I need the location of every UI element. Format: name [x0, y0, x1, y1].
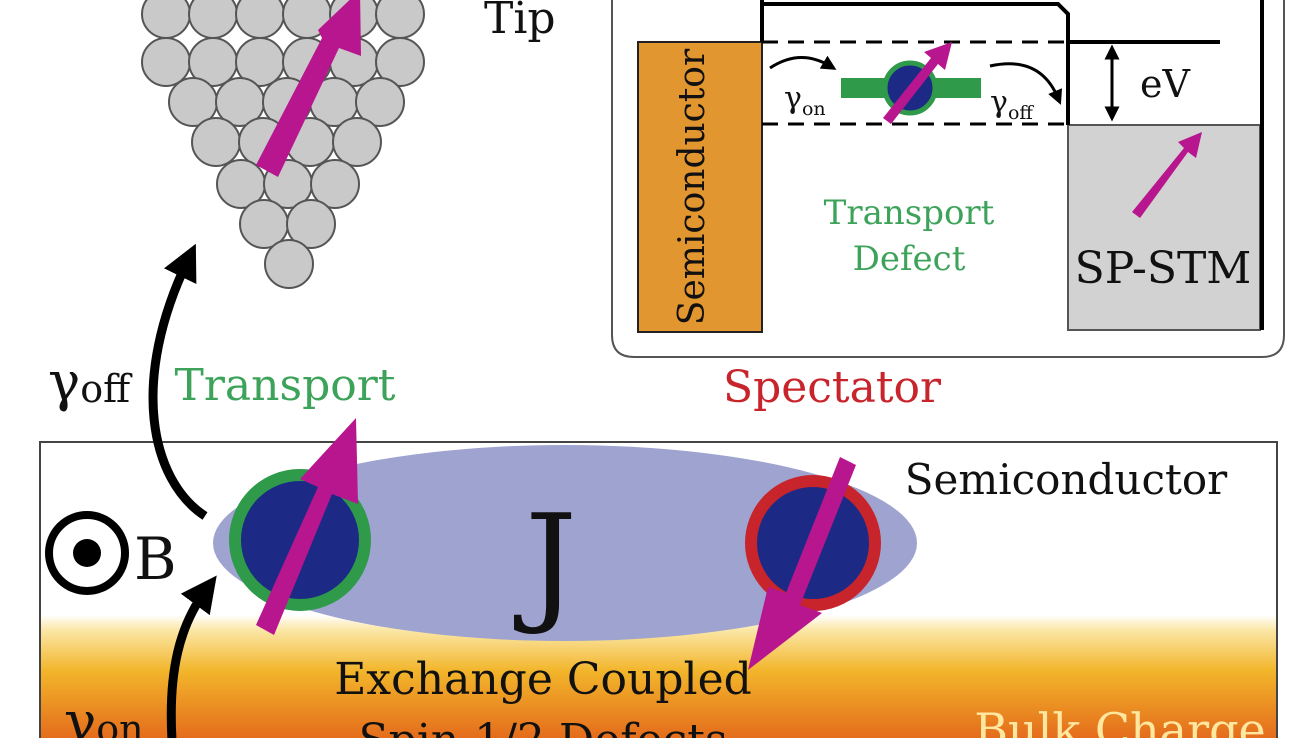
gamma-on-arrow — [166, 575, 217, 741]
main-gamma-on-label: γon — [64, 690, 144, 738]
transport-label: Transport — [175, 360, 396, 411]
stm-label: SP-STM — [1075, 243, 1252, 294]
inset-gamma-off-arrow — [989, 62, 1063, 105]
exchange-label: J — [514, 486, 577, 638]
stm-spin-arrow — [1132, 132, 1202, 218]
tip-atom — [375, 37, 425, 87]
tip-atom — [310, 159, 360, 209]
inset-semiconductor-label: Semiconductor — [672, 48, 713, 325]
main-gamma-off-label: γoff — [48, 350, 133, 413]
exchange-coupled-line2: Spin-1/2 Defects — [359, 715, 728, 738]
transport-spin-up-arrow — [256, 418, 358, 635]
exchange-coupling-ellipse — [213, 445, 917, 641]
tip-atom — [235, 0, 285, 39]
defect-label-line1: Transport — [824, 193, 995, 233]
bulk-charge-label: Bulk Charge — [974, 703, 1266, 738]
inset-stm-block — [1067, 124, 1261, 331]
spectator-label: Spectator — [723, 362, 942, 413]
tip-atom — [264, 239, 314, 289]
inset-gamma-on-arrow — [769, 55, 837, 70]
defect-label-line2: Defect — [853, 239, 966, 279]
inset-gamma-off-label: γoff — [990, 85, 1034, 124]
energy-diagram-inset — [611, 0, 1285, 358]
tunnel-barrier-top — [762, 2, 1070, 125]
magnetic-field-out-of-page-icon — [45, 511, 129, 595]
tip-atom — [141, 37, 191, 87]
tip-atom — [355, 77, 405, 127]
gamma-off-arrow — [148, 243, 208, 520]
tip-atom — [286, 199, 336, 249]
inset-semiconductor-block — [637, 41, 763, 333]
tip-label: Tip — [484, 0, 556, 44]
exchange-coupled-line1: Exchange Coupled — [334, 654, 752, 705]
spectator-spin-down-arrow — [748, 457, 856, 670]
tip-spin-arrow — [256, 0, 361, 177]
field-label: B — [134, 525, 177, 593]
inset-gamma-on-label: γon — [784, 81, 826, 120]
inset-frame — [611, 0, 1285, 358]
tip-atom — [188, 0, 238, 39]
semiconductor-label: Semiconductor — [905, 455, 1228, 504]
tip-atom — [375, 0, 425, 39]
bias-label: eV — [1140, 62, 1190, 106]
tip-atom — [191, 117, 241, 167]
tip-atom — [141, 0, 191, 39]
inset-defect-spin-arrow — [883, 42, 952, 124]
tip-atom — [332, 117, 382, 167]
